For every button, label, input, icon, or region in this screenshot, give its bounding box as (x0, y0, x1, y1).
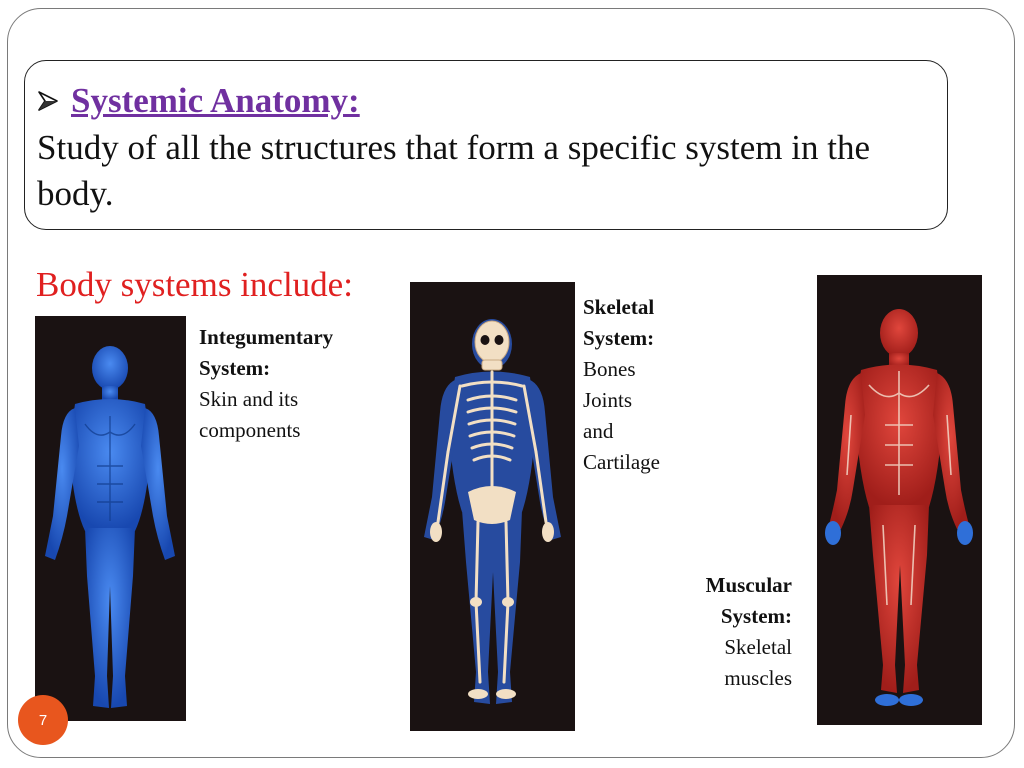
muscular-detail-line-2: muscles (724, 666, 792, 690)
blue-skin-body-figure (45, 346, 175, 708)
slide-title: Systemic Anatomy: (71, 81, 360, 120)
skeletal-detail-line-1: Bones (583, 357, 636, 381)
slide-title-row: Systemic Anatomy: (37, 77, 947, 125)
page-number-badge: 7 (18, 695, 68, 745)
skeleton-figure (424, 319, 561, 704)
integumentary-title-line-1: Integumentary (199, 325, 334, 349)
integumentary-figure (35, 316, 186, 721)
skeletal-title-line-2: System: (583, 326, 655, 350)
muscular-title-line-1: Muscular (705, 573, 792, 597)
muscular-figure (817, 275, 982, 725)
muscular-caption: Muscular System: Skeletal muscles (662, 570, 792, 694)
integumentary-detail-line-1: Skin and its (199, 387, 299, 411)
arrowhead-bullet-icon (38, 91, 58, 111)
muscular-title-line-2: System: (720, 604, 792, 628)
skeletal-detail-line-4: Cartilage (583, 450, 660, 474)
integumentary-caption: Integumentary System: Skin and its compo… (199, 322, 333, 446)
skeletal-caption: Skeletal System: Bones Joints and Cartil… (583, 292, 660, 478)
skeletal-detail-line-2: Joints (583, 388, 633, 412)
integumentary-detail-line-2: components (199, 418, 301, 442)
systems-heading: Body systems include: (36, 265, 353, 304)
skeletal-title-line-1: Skeletal (583, 295, 655, 319)
definition-box: Systemic Anatomy: Study of all the struc… (24, 60, 948, 230)
definition-text: Study of all the structures that form a … (37, 128, 870, 213)
skeletal-figure (410, 282, 575, 731)
muscular-detail-line-1: Skeletal (724, 635, 792, 659)
integumentary-title-line-2: System: (199, 356, 271, 380)
skeletal-detail-line-3: and (583, 419, 614, 443)
muscle-body-figure (825, 309, 973, 706)
